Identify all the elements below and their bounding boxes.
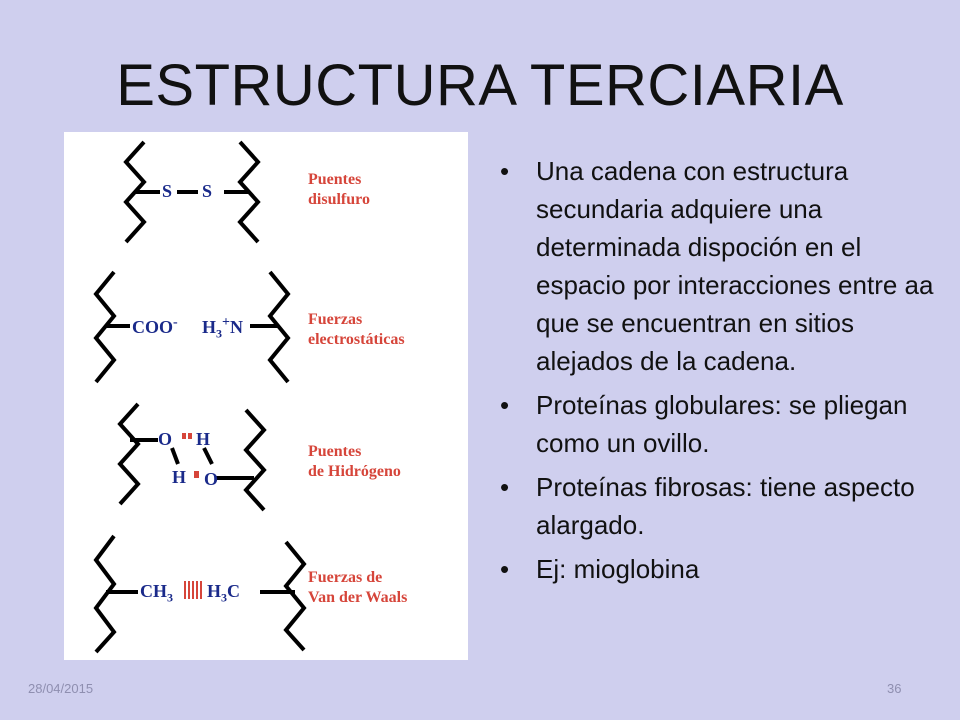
slide-title: ESTRUCTURA TERCIARIA bbox=[116, 53, 844, 118]
bullet-item: • Ej: mioglobina bbox=[500, 550, 940, 588]
hbond-oxygen-bottom: O bbox=[204, 469, 219, 489]
methyl-right-h: H bbox=[207, 581, 222, 601]
carboxylate-group: COO- bbox=[132, 315, 178, 338]
bullet-symbol: • bbox=[500, 554, 510, 584]
ammonium-h: H bbox=[202, 317, 217, 337]
bullet-list: • Una cadena con estructura secundaria ad… bbox=[500, 152, 940, 594]
label-disulfide-bridges: Puentes disulfuro bbox=[308, 171, 370, 208]
label-hydrogen-bridges: Puentes de Hidrógeno bbox=[308, 443, 401, 480]
carboxylate-charge: - bbox=[173, 315, 178, 330]
footer-date: 28/04/2015 bbox=[28, 681, 94, 696]
tertiary-structure-figure: S S COO- H3+N O H H O CH3 H3C Puentes di… bbox=[64, 132, 468, 660]
bullet-symbol: • bbox=[500, 156, 510, 186]
sulfur-left: S bbox=[162, 181, 173, 201]
hbond-oxygen-top: O bbox=[158, 429, 173, 449]
carboxylate-text: COO bbox=[132, 317, 174, 337]
ammonium-n: N bbox=[230, 317, 243, 337]
methyl-right: H3C bbox=[207, 581, 240, 606]
zigzag-chains bbox=[93, 140, 307, 654]
ammonium-group: H3+N bbox=[202, 315, 243, 342]
bullet-symbol: • bbox=[500, 390, 510, 420]
label-van-der-waals: Fuerzas de Van der Waals bbox=[308, 569, 408, 606]
label-electrostatic-forces: Fuerzas electrostáticas bbox=[308, 311, 405, 348]
ammonium-charge: + bbox=[222, 315, 230, 330]
bullet-text: Proteínas globulares: se pliegan como un… bbox=[536, 390, 908, 458]
bullet-text: Ej: mioglobina bbox=[536, 554, 700, 584]
bullet-item: • Una cadena con estructura secundaria ad… bbox=[500, 152, 940, 380]
bullet-text: Proteínas fibrosas: tiene aspecto alarga… bbox=[536, 472, 915, 540]
sulfur-right: S bbox=[202, 181, 213, 201]
ammonium-h-subscript: 3 bbox=[216, 326, 223, 341]
bullet-item: • Proteínas globulares: se pliegan como u… bbox=[500, 386, 940, 462]
methyl-left-text: CH bbox=[140, 581, 167, 601]
hbond-hydrogen-top: H bbox=[196, 429, 211, 449]
bullet-text: Una cadena con estructura secundaria adq… bbox=[536, 156, 934, 376]
methyl-right-c: C bbox=[227, 581, 241, 601]
bullet-item: • Proteínas fibrosas: tiene aspecto alarg… bbox=[500, 468, 940, 544]
hbond-hydrogen-bottom: H bbox=[172, 467, 187, 487]
methyl-left-subscript: 3 bbox=[167, 590, 173, 605]
page-number: 36 bbox=[887, 681, 902, 696]
methyl-right-subscript: 3 bbox=[221, 590, 228, 605]
bullet-symbol: • bbox=[500, 472, 510, 502]
methyl-left: CH3 bbox=[140, 581, 173, 606]
